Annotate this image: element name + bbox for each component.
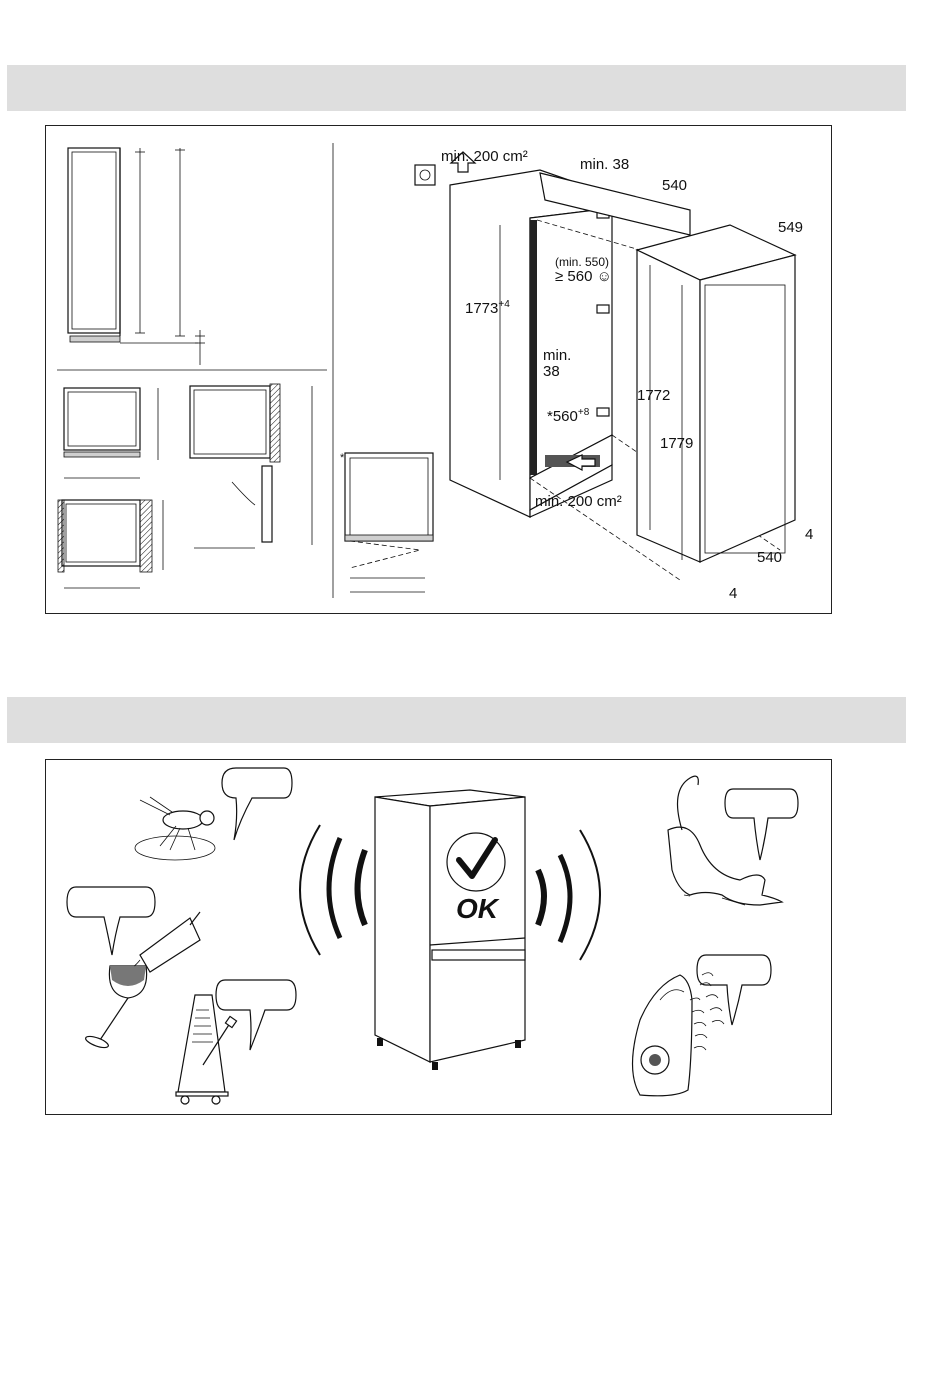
door-top-view-diagram: * bbox=[340, 452, 433, 592]
label-gap-bottom-4: 4 bbox=[729, 585, 737, 602]
power-socket-icon bbox=[415, 165, 435, 185]
label-bottom-depth-540: 540 bbox=[757, 549, 782, 566]
label-vent-bottom: min. 200 cm² bbox=[535, 493, 622, 510]
fridge-illustration: OK bbox=[375, 790, 525, 1070]
label-niche-depth-min: (min. 550) bbox=[555, 255, 609, 269]
side-view-diagram bbox=[68, 148, 205, 365]
label-depth-540: 540 bbox=[662, 177, 687, 194]
label-top-gap: min. 38 bbox=[580, 156, 629, 173]
label-side-gap-min: min. bbox=[543, 347, 571, 364]
label-vent-top: min. 200 cm² bbox=[441, 148, 528, 165]
label-appliance-height-1772: 1772 bbox=[637, 387, 670, 404]
label-gap-right-4: 4 bbox=[805, 526, 813, 543]
top-view-diagrams bbox=[58, 384, 312, 588]
label-appliance-height-1779: 1779 bbox=[660, 435, 693, 452]
wine-glass-bottle-icon bbox=[84, 912, 200, 1050]
sound-waves-left-icon bbox=[300, 825, 365, 955]
fly-icon bbox=[135, 797, 215, 860]
label-side-gap-val: 38 bbox=[543, 363, 560, 380]
metronome-icon bbox=[176, 995, 237, 1104]
label-depth-549: 549 bbox=[778, 219, 803, 236]
label-niche-depth: ≥ 560 ☺ bbox=[555, 268, 612, 285]
ok-label: OK bbox=[456, 893, 500, 924]
sound-waves-right-icon bbox=[538, 830, 600, 960]
asterisk-note: * bbox=[340, 452, 345, 464]
steam-iron-icon bbox=[633, 973, 725, 1096]
